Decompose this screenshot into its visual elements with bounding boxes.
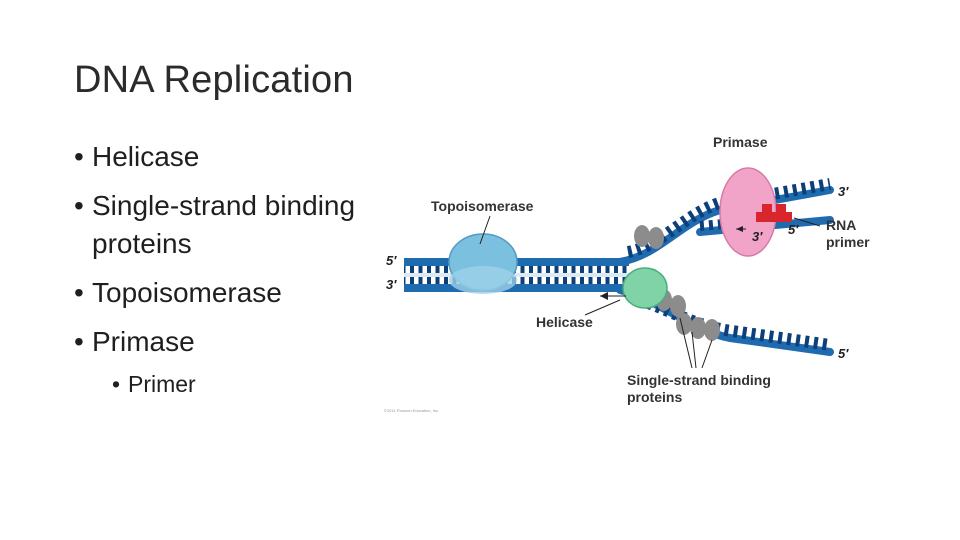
helicase-direction-arrow-icon <box>600 292 608 300</box>
bullet-item: • Helicase <box>74 138 374 176</box>
bullet-dot-icon: • <box>112 371 121 397</box>
topoisomerase-label: Topoisomerase <box>431 198 534 214</box>
helicase-label: Helicase <box>536 314 593 330</box>
topoisomerase-protein <box>448 233 518 294</box>
bullet-text: Helicase <box>92 141 200 172</box>
end-label-5prime-left: 5′ <box>386 253 397 268</box>
bullet-item: • Topoisomerase <box>74 274 374 312</box>
bullet-text: Primase <box>92 326 195 357</box>
single-strand-binding-proteins <box>634 225 720 341</box>
bullet-dot-icon: • <box>74 141 84 172</box>
bullet-dot-icon: • <box>74 277 84 308</box>
rna-primer <box>756 204 792 222</box>
rna-primer-label-line1: RNA <box>826 217 856 233</box>
end-label-3prime-top: 3′ <box>838 184 849 199</box>
helicase-protein <box>622 267 668 309</box>
end-label-5prime-primer: 5′ <box>788 222 799 237</box>
sub-bullet-item: • Primer <box>74 368 374 400</box>
bullet-item: • Single-strand binding proteins <box>74 187 374 263</box>
bullet-item: • Primase <box>74 323 374 361</box>
bullet-text: Topoisomerase <box>92 277 282 308</box>
bullet-dot-icon: • <box>74 326 84 357</box>
copyright-text: ©2011 Pearson Education, Inc. <box>384 408 439 413</box>
bullet-list: • Helicase • Single-strand binding protein… <box>74 138 374 400</box>
slide-title: DNA Replication <box>74 59 354 101</box>
end-label-5prime-bottom: 5′ <box>838 346 849 361</box>
rna-primer-label-line2: primer <box>826 234 870 250</box>
end-label-3prime-primer: 3′ <box>752 229 763 244</box>
bullet-dot-icon: • <box>74 190 84 221</box>
ssb-label-line1: Single-strand binding <box>627 372 771 388</box>
primase-direction-arrow-icon <box>736 226 743 232</box>
end-label-3prime-left: 3′ <box>386 277 397 292</box>
dna-replication-diagram: Primase Topoisomerase Helicase RNA prime… <box>384 134 870 413</box>
bullet-text: Primer <box>128 371 196 397</box>
ssb-label-line2: proteins <box>627 389 682 405</box>
primase-label: Primase <box>713 134 768 150</box>
bullet-text: Single-strand binding proteins <box>92 190 356 259</box>
